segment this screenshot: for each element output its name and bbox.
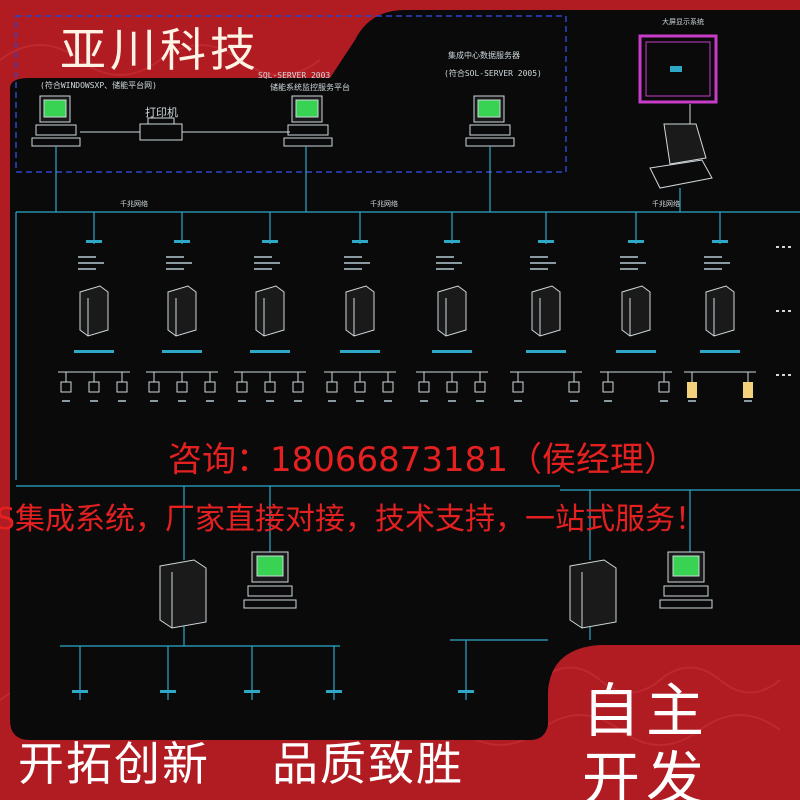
- workstation-3: [465, 95, 515, 147]
- substation-unit: [234, 212, 306, 402]
- slogan-quality: 品质致胜: [272, 737, 464, 791]
- data-center-note: (符合SOL-SERVER 2005): [444, 68, 542, 78]
- lower-node-labels: [72, 690, 474, 693]
- pc1-note: (符合WINDOWSXP、储能平台网): [40, 80, 157, 90]
- ethernet-label-1: 千兆网络: [120, 199, 148, 208]
- ethernet-label-3: 千兆网络: [652, 199, 680, 208]
- substation-unit: [146, 212, 218, 402]
- promo-line: S集成系统，厂家直接对接，技术支持，一站式服务！: [0, 502, 706, 537]
- lower-server-2: [569, 559, 617, 629]
- lower-server-1: [159, 559, 207, 629]
- substation-unit: [510, 212, 582, 402]
- substation-unit: [58, 212, 130, 402]
- diagram-panel: [10, 10, 800, 740]
- lower-workstation-1: [243, 551, 297, 609]
- printer-icon: [80, 117, 290, 141]
- data-center-title: 集成中心数据服务器: [448, 50, 520, 60]
- workstation-zone: [15, 15, 567, 173]
- workstation-2: [283, 95, 333, 147]
- substation-unit: [600, 212, 672, 402]
- network-trunk: [15, 146, 800, 480]
- consult-phone: 咨询：18066873181（侯经理）: [168, 440, 678, 480]
- printer-label: 打印机: [145, 105, 178, 119]
- substation-units: [58, 212, 791, 402]
- ethernet-label-2: 千兆网络: [370, 199, 398, 208]
- control-computer: [649, 104, 713, 189]
- brand-name: 亚川科技: [60, 23, 260, 77]
- workstation-1: [31, 95, 81, 147]
- slogan-develop: 开发: [582, 745, 711, 800]
- substation-unit: [416, 212, 488, 402]
- lower-workstation-2: [659, 551, 713, 609]
- server-note-a: SQL-SERVER 2003: [258, 71, 330, 80]
- substation-unit: [324, 212, 396, 402]
- big-screen-label: 大屏显示系统: [662, 17, 704, 26]
- substation-unit: [684, 212, 756, 402]
- server-note-b: 储能系统监控服务平台: [270, 82, 350, 92]
- slogan-innovation: 开拓创新: [18, 737, 210, 791]
- big-screen: [638, 34, 718, 104]
- slogan-independent: 自主: [582, 677, 711, 745]
